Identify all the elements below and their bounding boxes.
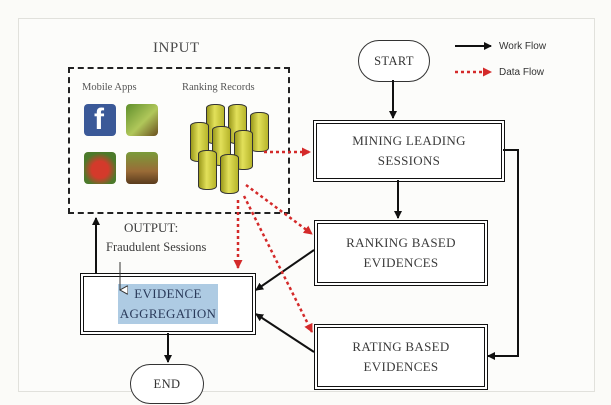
end-label: END	[153, 376, 181, 391]
evidence-label-line2: AGGREGATION	[117, 304, 219, 324]
angry-bird-app-icon	[84, 152, 116, 184]
mobile-apps-label: Mobile Apps	[82, 82, 137, 93]
start-node: START	[358, 40, 430, 82]
ranking-label-line1: RANKING BASED	[346, 235, 456, 250]
ranking-records-label: Ranking Records	[182, 82, 255, 93]
ranking-label-line2: EVIDENCES	[363, 255, 439, 270]
end-node: END	[130, 364, 204, 404]
game-app-icon	[126, 104, 158, 136]
rating-label-line1: RATING BASED	[352, 339, 450, 354]
evidence-label-line1: EVIDENCE	[117, 284, 219, 304]
ranking-to-evidence-arrow	[255, 249, 315, 291]
records-to-rating-dataflow	[242, 195, 314, 333]
mining-to-rating-arrow	[487, 149, 519, 360]
legend-work-flow-label: Work Flow	[499, 41, 547, 52]
ranking-records-database-icon	[184, 104, 276, 196]
output-label: OUTPUT:	[124, 220, 179, 235]
input-title: INPUT	[153, 40, 200, 56]
mining-label-line2: SESSIONS	[377, 153, 441, 168]
craft-game-app-icon	[126, 152, 158, 184]
records-to-ranking-dataflow	[245, 183, 313, 236]
legend-data-flow-label: Data Flow	[499, 67, 545, 78]
rating-based-evidences-box: RATING BASED EVIDENCES	[314, 324, 488, 390]
output-value: Fraudulent Sessions	[106, 240, 207, 254]
start-label: START	[374, 53, 414, 68]
mining-label-line1: MINING LEADING	[352, 133, 466, 148]
ranking-based-evidences-box: RANKING BASED EVIDENCES	[314, 220, 488, 286]
rating-label-line2: EVIDENCES	[363, 359, 439, 374]
facebook-app-icon: f	[84, 103, 116, 136]
rating-to-evidence-arrow	[255, 313, 315, 353]
